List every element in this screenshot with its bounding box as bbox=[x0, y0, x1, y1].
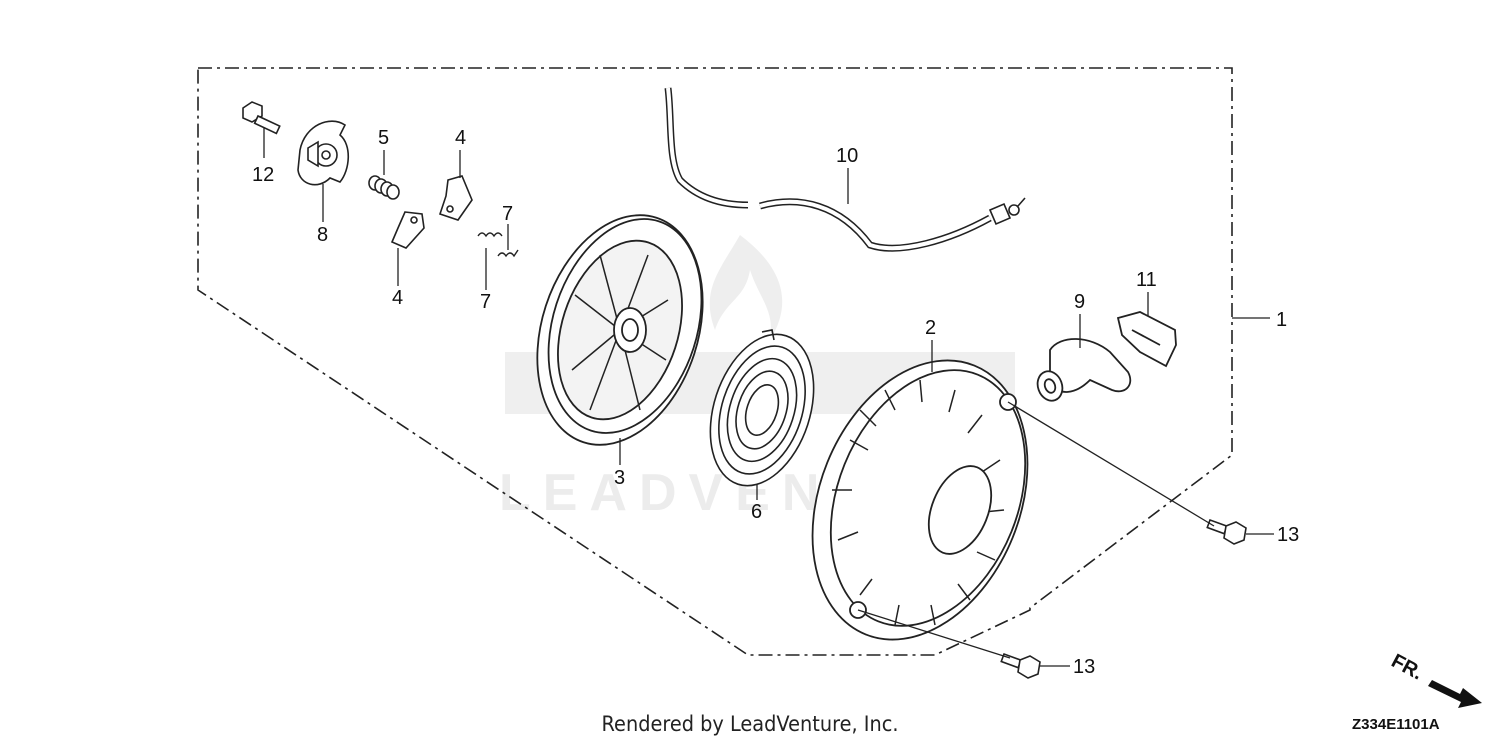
part-7-springs bbox=[477, 232, 519, 258]
part-6-spiral-spring bbox=[709, 329, 815, 487]
part-11-grip bbox=[1116, 311, 1177, 368]
part-9-handle bbox=[1036, 338, 1132, 402]
callouts: 1 2 3 4 4 5 6 7 7 8 9 10 11 12 13 13 bbox=[252, 127, 1299, 678]
callout-13a: 13 bbox=[1277, 524, 1299, 546]
part-13-bolt-lower bbox=[1000, 652, 1041, 679]
callout-10: 10 bbox=[836, 145, 858, 167]
part-8-cam bbox=[297, 120, 350, 186]
arrow-right-down-icon bbox=[1428, 680, 1482, 708]
assembly-boundary bbox=[197, 67, 1233, 656]
callout-3: 3 bbox=[614, 467, 625, 489]
callout-8: 8 bbox=[317, 224, 328, 246]
callout-5: 5 bbox=[378, 127, 389, 149]
part-4-ratchet-lower bbox=[390, 211, 425, 249]
part-13-bolt-upper bbox=[1206, 518, 1247, 545]
callout-2: 2 bbox=[925, 317, 936, 339]
part-12-bolt bbox=[242, 101, 281, 135]
part-4-ratchet-upper bbox=[438, 175, 473, 221]
callout-9: 9 bbox=[1074, 291, 1085, 313]
callout-11: 11 bbox=[1136, 269, 1157, 291]
callout-7a: 7 bbox=[502, 203, 513, 225]
part-3-reel bbox=[536, 214, 704, 446]
part-10-rope bbox=[664, 87, 1026, 252]
callout-13b: 13 bbox=[1073, 656, 1095, 678]
callout-7b: 7 bbox=[480, 291, 491, 313]
front-direction-marker: FR. bbox=[1388, 650, 1482, 708]
callout-4a: 4 bbox=[455, 127, 466, 149]
callout-6: 6 bbox=[751, 501, 762, 523]
figure-code: Z334E1101A bbox=[1352, 716, 1440, 733]
front-direction-label: FR. bbox=[1388, 650, 1427, 685]
callout-1: 1 bbox=[1276, 309, 1287, 331]
leader-lines bbox=[263, 128, 1274, 667]
callout-12: 12 bbox=[252, 164, 274, 186]
render-credit: Rendered by LeadVenture, Inc. bbox=[601, 712, 899, 736]
part-2-starter-case bbox=[811, 359, 1029, 641]
part-5-spring bbox=[368, 175, 400, 200]
callout-4b: 4 bbox=[392, 287, 403, 309]
